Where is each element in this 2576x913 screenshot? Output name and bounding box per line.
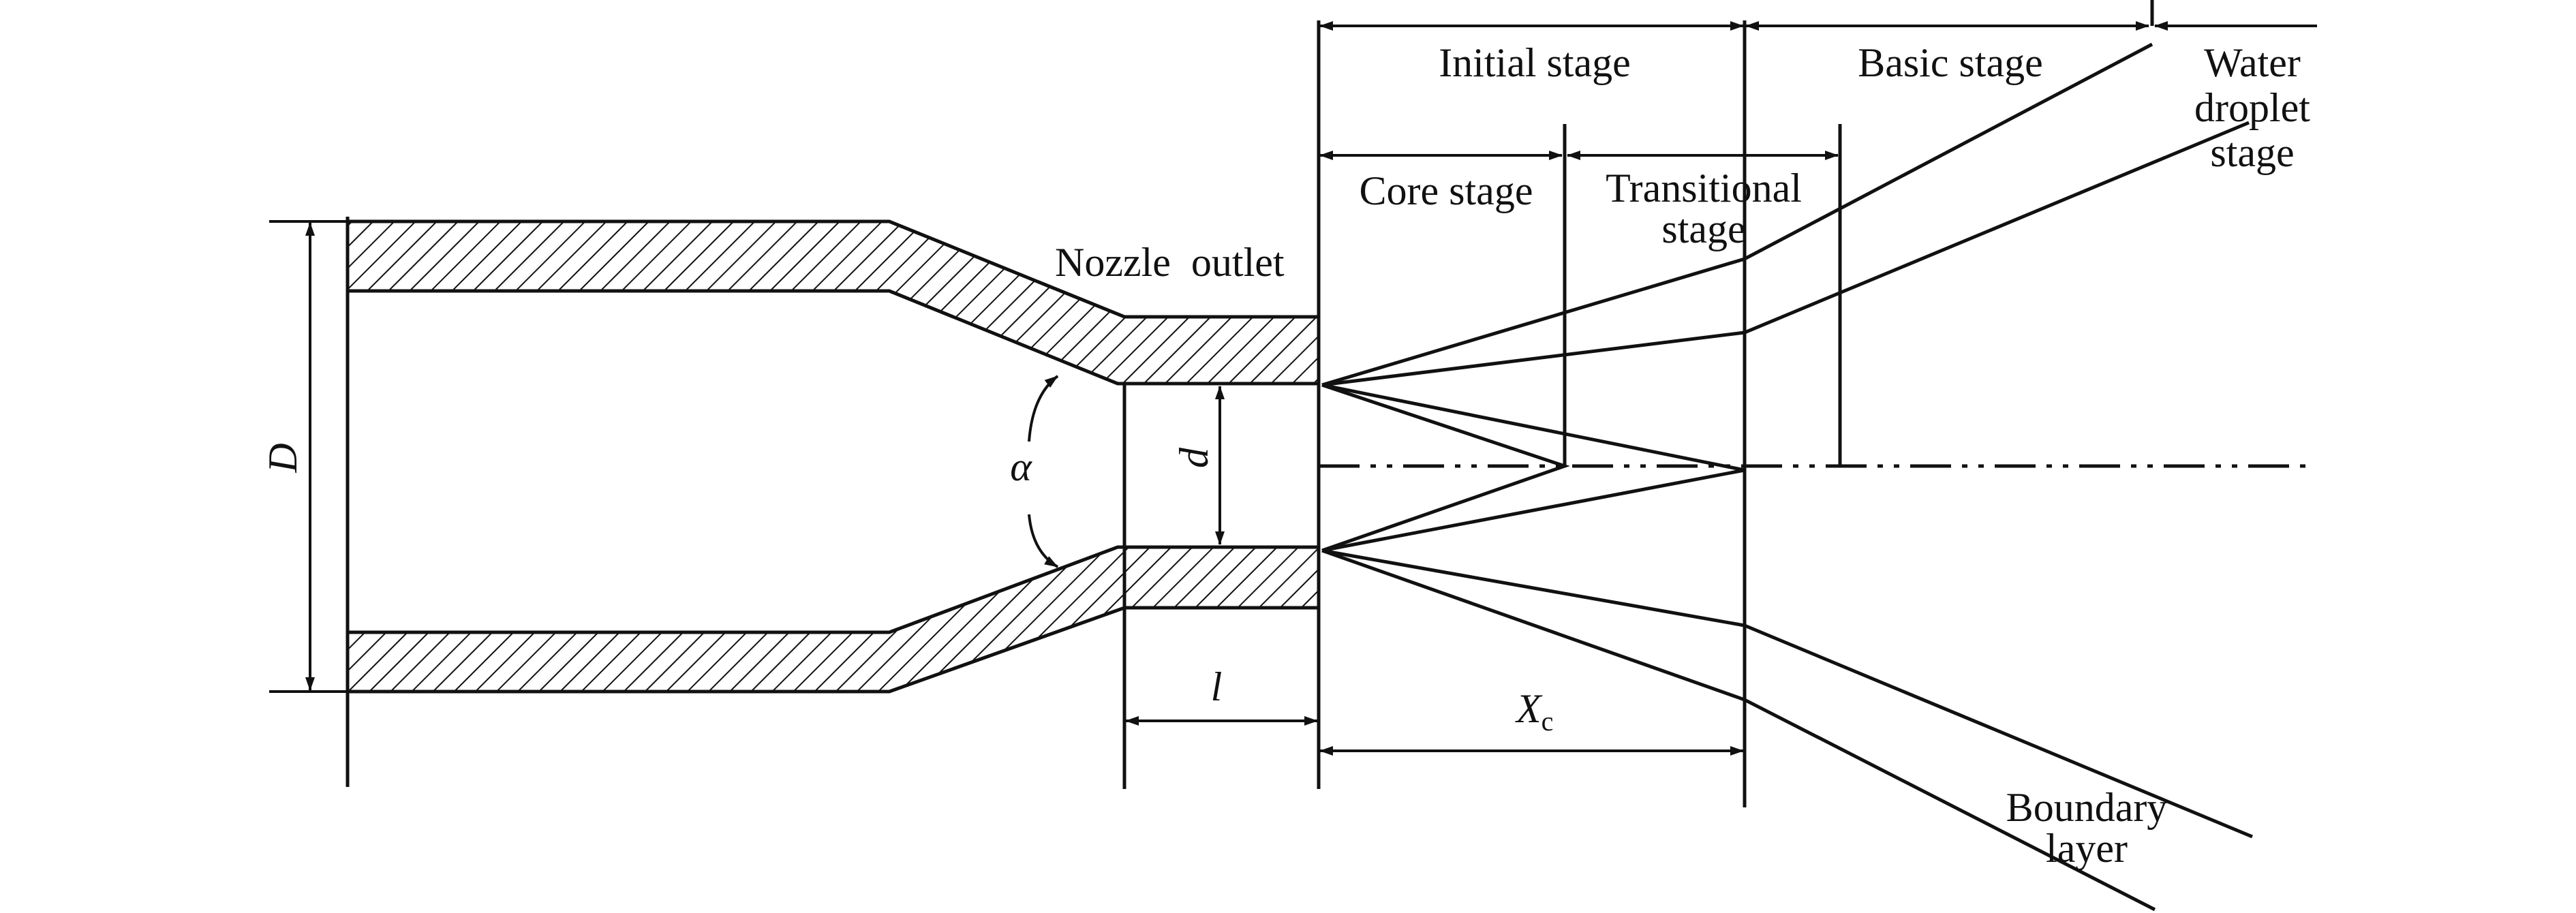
boundary-layer-label-line-1: Boundary — [2006, 785, 2168, 830]
angle-arc-upper — [1028, 375, 1059, 442]
boundary-layer-label-line-2: layer — [2046, 826, 2128, 871]
jet-inner-boundary-lower — [1321, 548, 2253, 839]
outlet-diameter-label: d — [1171, 447, 1216, 468]
core-length-subscript: c — [1542, 706, 1554, 737]
core-length-label: Xc — [1515, 686, 1553, 737]
initial-stage-label: Initial stage — [1439, 40, 1631, 85]
jet-outer-boundary-lower — [1321, 548, 2156, 912]
transitional-stage-label-line-2: stage — [1661, 206, 1745, 251]
jet-inner-boundary-upper — [1321, 121, 2250, 387]
dimension-lines — [305, 21, 2317, 756]
core-stage-label: Core stage — [1360, 168, 1533, 213]
angle-label: α — [1010, 444, 1032, 489]
jet-outer-boundary-upper — [1321, 42, 2153, 387]
nozzle-lower-wall — [346, 545, 1321, 694]
transitional-stage-label-line-1: Transitional — [1606, 166, 1802, 211]
transition-zone-upper — [1321, 383, 1745, 553]
labels: Initial stage Basic stage Water droplet … — [260, 40, 2310, 871]
nozzle-body — [269, 20, 1321, 789]
inlet-diameter-label: D — [260, 443, 305, 473]
water-droplet-label-line-2: droplet — [2194, 85, 2310, 130]
potential-core-upper — [1321, 383, 1570, 553]
water-droplet-label-line-1: Water — [2204, 40, 2301, 85]
jet-structure — [1319, 0, 2314, 912]
length-label: l — [1211, 664, 1223, 709]
basic-stage-label: Basic stage — [1858, 40, 2043, 85]
nozzle-outlet-label: Nozzle outlet — [1055, 240, 1285, 285]
core-length-main: X — [1515, 686, 1543, 731]
angle-arc-lower — [1028, 514, 1059, 568]
water-droplet-label-line-3: stage — [2210, 130, 2294, 175]
